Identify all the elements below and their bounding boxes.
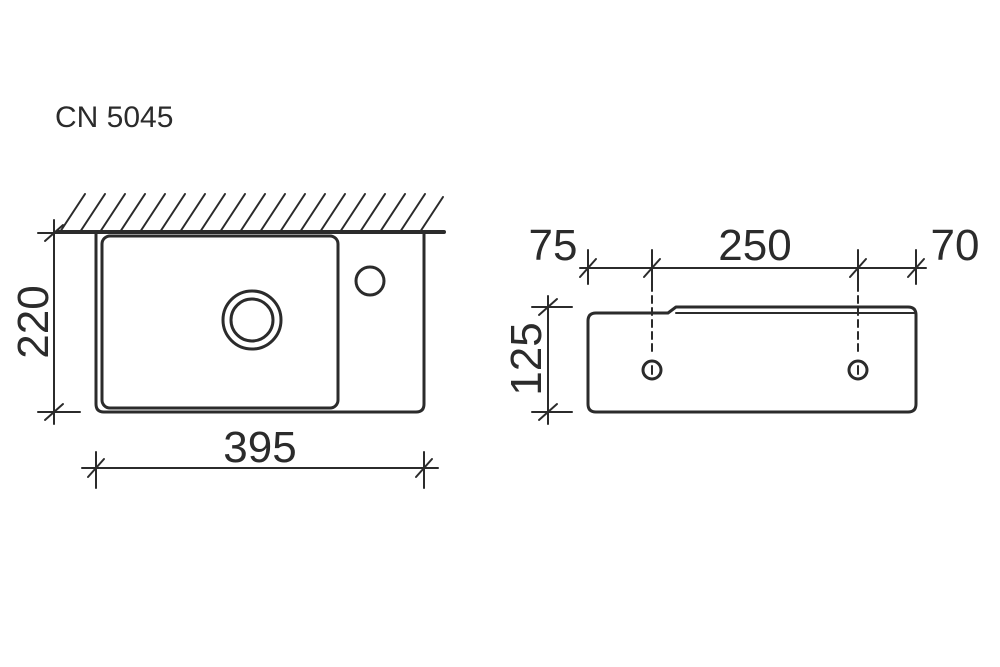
mounting-hole-left	[641, 359, 663, 381]
front-body-outline	[586, 305, 918, 414]
front-height-dimension	[531, 295, 573, 425]
height-dimension	[37, 219, 81, 425]
model-label: CN 5045	[55, 101, 173, 134]
width-value: 395	[223, 423, 296, 472]
front-height-value: 125	[502, 322, 551, 395]
front-view: 75 250 70 125	[502, 221, 980, 425]
hole-left-offset-value: 75	[529, 221, 578, 270]
hole-right-offset-value: 70	[931, 221, 980, 270]
top-view: 220 395	[9, 193, 446, 489]
tap-hole	[354, 265, 386, 297]
basin-outline	[94, 231, 426, 414]
hole-spacing-dimension	[579, 249, 927, 285]
wall-hatching	[59, 193, 444, 233]
drain-outer	[221, 289, 283, 351]
drain-inner	[229, 297, 275, 343]
width-dimension	[81, 451, 439, 489]
hole-spacing-value: 250	[718, 221, 791, 270]
bowl-outline	[100, 234, 340, 410]
mounting-hole-right	[847, 359, 869, 381]
height-value: 220	[9, 285, 58, 358]
